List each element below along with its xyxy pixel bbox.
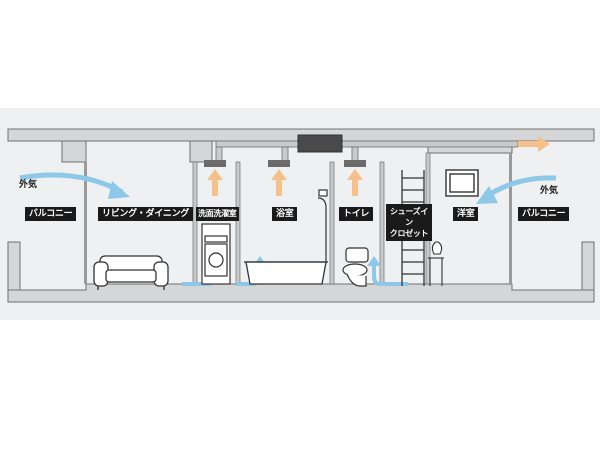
room-label-balcony-right: バルコニー xyxy=(518,207,570,221)
shower-icon xyxy=(317,189,328,262)
grille-bathroom xyxy=(268,160,290,167)
parapet-left xyxy=(7,241,21,291)
room-label-toilet: トイレ xyxy=(339,207,374,221)
outside-air-label-right: 外気 xyxy=(540,186,559,196)
exhaust-arrow-toilet xyxy=(347,169,363,196)
exhaust-arrow-washroom xyxy=(207,169,223,196)
room-label-western-room: 洋室 xyxy=(453,207,479,221)
airflow-in-arrowhead-right xyxy=(476,186,498,204)
floor-airflow-toilet xyxy=(372,266,408,286)
grille-washroom xyxy=(204,160,226,167)
floor-airflow-toilet-head xyxy=(367,256,381,266)
exhaust-arrow-bathroom xyxy=(271,169,287,196)
sash-right xyxy=(509,153,512,284)
airflow-in-arrowhead-left xyxy=(108,181,130,199)
beam-left xyxy=(61,140,87,163)
room-label-washroom: 洗面洗濯室 xyxy=(196,207,239,221)
sash-left xyxy=(84,162,87,284)
toilet-icon xyxy=(342,247,369,287)
wall-washroom-right xyxy=(235,161,241,285)
outside-air-label-left: 外気 xyxy=(19,180,38,190)
airflow-out-arrow-icon xyxy=(518,136,550,152)
room-label-bathroom: 浴室 xyxy=(272,207,298,221)
window-icon xyxy=(445,169,479,197)
washing-machine-icon xyxy=(201,223,231,285)
floor-slab xyxy=(7,283,595,303)
room-label-living-dining: リビング・ダイニング xyxy=(98,207,194,221)
room-label-balcony-left: バルコニー xyxy=(25,207,77,221)
grille-toilet xyxy=(344,160,366,167)
room-label-shoes-in-closet: シューズイン クロゼット xyxy=(386,204,432,241)
parapet-right xyxy=(581,241,595,291)
sofa-icon xyxy=(93,255,169,290)
bathtub-icon xyxy=(244,261,328,285)
wall-bath-right xyxy=(329,161,335,285)
wall-washroom-left xyxy=(192,161,198,285)
vase-icon xyxy=(428,241,444,286)
ventilation-fan-icon xyxy=(297,134,343,153)
beam-mid xyxy=(189,140,213,163)
